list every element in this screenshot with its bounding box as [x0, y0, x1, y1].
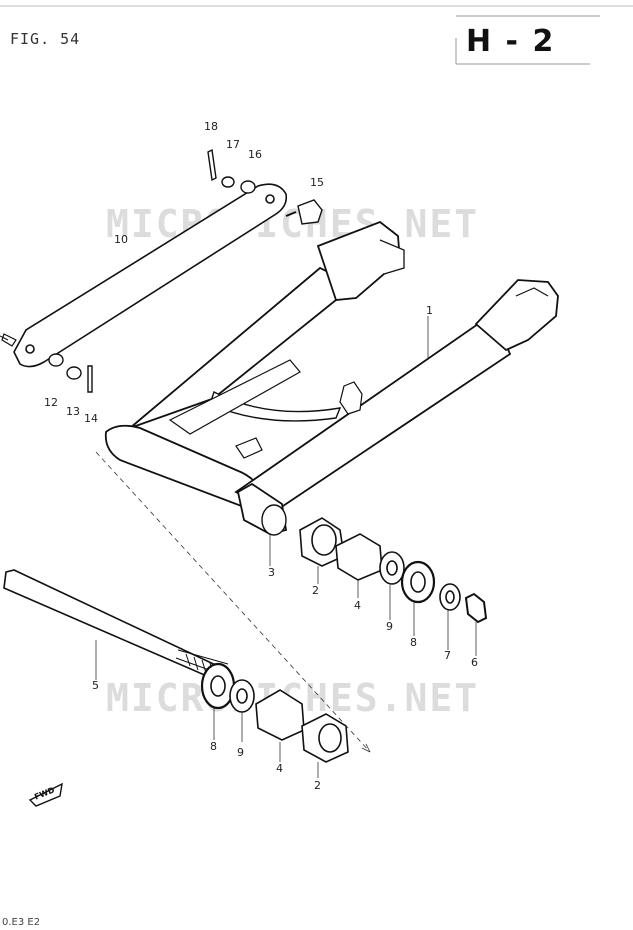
part-label: 10 [114, 233, 128, 246]
section-code: H - 2 [466, 24, 556, 59]
fwd-arrow-icon [28, 782, 63, 807]
part-label: 13 [66, 405, 80, 418]
part-label: 2 [312, 584, 319, 597]
part-label: 4 [276, 762, 283, 775]
part-label: 18 [204, 120, 218, 133]
pivot-bushing-set-upper [299, 517, 488, 624]
leader-lines [95, 316, 477, 778]
pivot-shaft [3, 569, 229, 682]
pivot-bushing-set-lower [200, 662, 349, 763]
footer-code: 0.E3 E2 [2, 917, 41, 928]
part-label: 2 [314, 779, 321, 792]
watermark-top: MICROFICHES.NET [106, 202, 480, 246]
part-label: 15 [310, 176, 324, 189]
part-label: 8 [210, 740, 217, 753]
part-label: 7 [444, 649, 451, 662]
part-label: 17 [226, 138, 240, 151]
part-label: 12 [44, 396, 58, 409]
part-label: 14 [84, 412, 98, 425]
part-label: 16 [248, 148, 262, 161]
part-label: 4 [354, 599, 361, 612]
figure-number: FIG. 54 [10, 30, 81, 48]
part-label: 5 [92, 679, 99, 692]
part-label: 1 [426, 304, 433, 317]
swingarm-body [104, 220, 559, 536]
part-label: 6 [471, 656, 478, 669]
part-label: 3 [268, 566, 275, 579]
torque-link [0, 183, 288, 368]
part-label: 9 [237, 746, 244, 759]
part-label: 9 [386, 620, 393, 633]
code-box-frame [455, 15, 600, 65]
torque-link-hardware [48, 148, 323, 393]
part-label: 8 [410, 636, 417, 649]
